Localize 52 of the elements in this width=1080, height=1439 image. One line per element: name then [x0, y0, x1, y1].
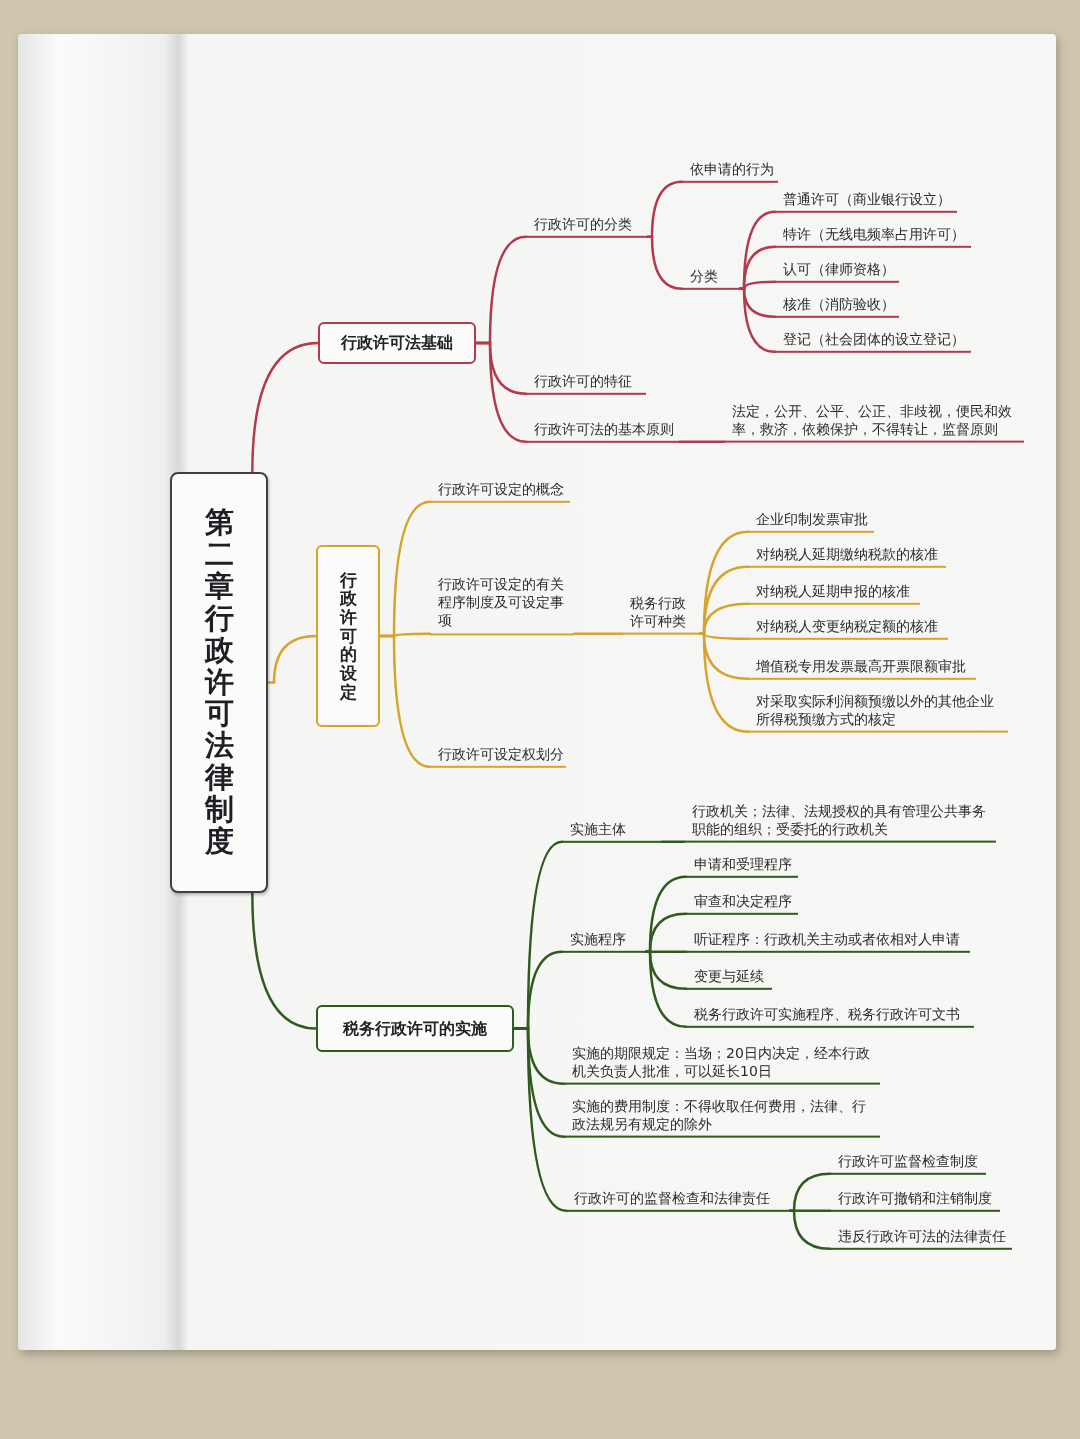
main-topic-box: 行政许可法基础 [318, 322, 476, 364]
topic-label: 行政许可的特征 [526, 371, 646, 395]
topic-label: 对纳税人延期缴纳税款的核准 [748, 544, 946, 568]
topic-label: 对纳税人延期申报的核准 [748, 581, 920, 605]
topic-label: 违反行政许可法的法律责任 [830, 1226, 1012, 1250]
topic-label: 审查和决定程序 [686, 891, 798, 915]
branch-line [572, 632, 624, 635]
branch-line [644, 950, 688, 1028]
topic-label: 税务行政许可种类 [622, 593, 700, 635]
branch-line [646, 235, 684, 290]
branch-line [660, 840, 686, 843]
topic-label: 听证程序：行政机关主动或者依相对人申请 [686, 929, 970, 953]
topic-label: 行政机关；法律、法规授权的具有管理公共事务职能的组织；受委托的行政机关 [684, 801, 996, 843]
topic-label: 行政许可撤销和注销制度 [830, 1188, 1000, 1212]
topic-label: 法定，公开、公平、公正、非歧视，便民和效率，救济，依赖保护，不得转让，监督原则 [724, 401, 1024, 443]
branch-line [474, 341, 528, 443]
topic-label: 实施主体 [562, 819, 662, 843]
topic-label: 行政许可设定的有关程序制度及可设定事项 [430, 575, 574, 635]
topic-label: 实施程序 [562, 929, 646, 953]
topic-label: 申请和受理程序 [686, 854, 798, 878]
branch-line [678, 440, 726, 443]
branch-line [378, 634, 432, 768]
topic-label: 行政许可设定的概念 [430, 479, 570, 503]
topic-label: 实施的期限规定：当场；20日内决定，经本行政机关负责人批准，可以延长10日 [564, 1043, 880, 1085]
topic-label: 分类 [682, 266, 740, 290]
main-topic-box: 行政许可的设定 [316, 545, 380, 727]
branch-line [788, 1209, 832, 1250]
topic-label: 登记（社会团体的设立登记） [775, 329, 971, 353]
branch-line [698, 632, 750, 733]
topic-label: 认可（律师资格） [775, 259, 899, 283]
topic-label: 税务行政许可实施程序、税务行政许可文书 [686, 1004, 974, 1028]
topic-label: 行政许可的分类 [526, 214, 648, 238]
branch-line [251, 891, 318, 1030]
topic-label: 实施的费用制度：不得收取任何费用，法律、行政法规另有规定的除外 [564, 1096, 880, 1138]
topic-label: 特许（无线电频率占用许可） [775, 224, 971, 248]
topic-label: 对纳税人变更纳税定额的核准 [748, 616, 948, 640]
topic-label: 对采取实际利润额预缴以外的其他企业所得税预缴方式的核定 [748, 691, 1008, 733]
topic-label: 增值税专用发票最高开票限额审批 [748, 656, 976, 680]
topic-label: 核准（消防验收） [775, 294, 899, 318]
topic-label: 变更与延续 [686, 966, 772, 990]
topic-label: 依申请的行为 [682, 159, 778, 183]
branch-line [738, 287, 777, 353]
topic-label: 普通许可（商业银行设立） [775, 189, 957, 213]
topic-label: 企业印制发票审批 [748, 509, 874, 533]
branch-line [251, 341, 320, 474]
branch-line [266, 634, 318, 684]
central-topic-box: 第二章行政许可法律制度 [170, 472, 268, 893]
topic-label: 行政许可设定权划分 [430, 744, 566, 768]
topic-label: 行政许可法的基本原则 [526, 419, 680, 443]
topic-label: 行政许可的监督检查和法律责任 [566, 1188, 790, 1212]
main-topic-box: 税务行政许可的实施 [316, 1005, 514, 1052]
topic-label: 行政许可监督检查制度 [830, 1151, 986, 1175]
